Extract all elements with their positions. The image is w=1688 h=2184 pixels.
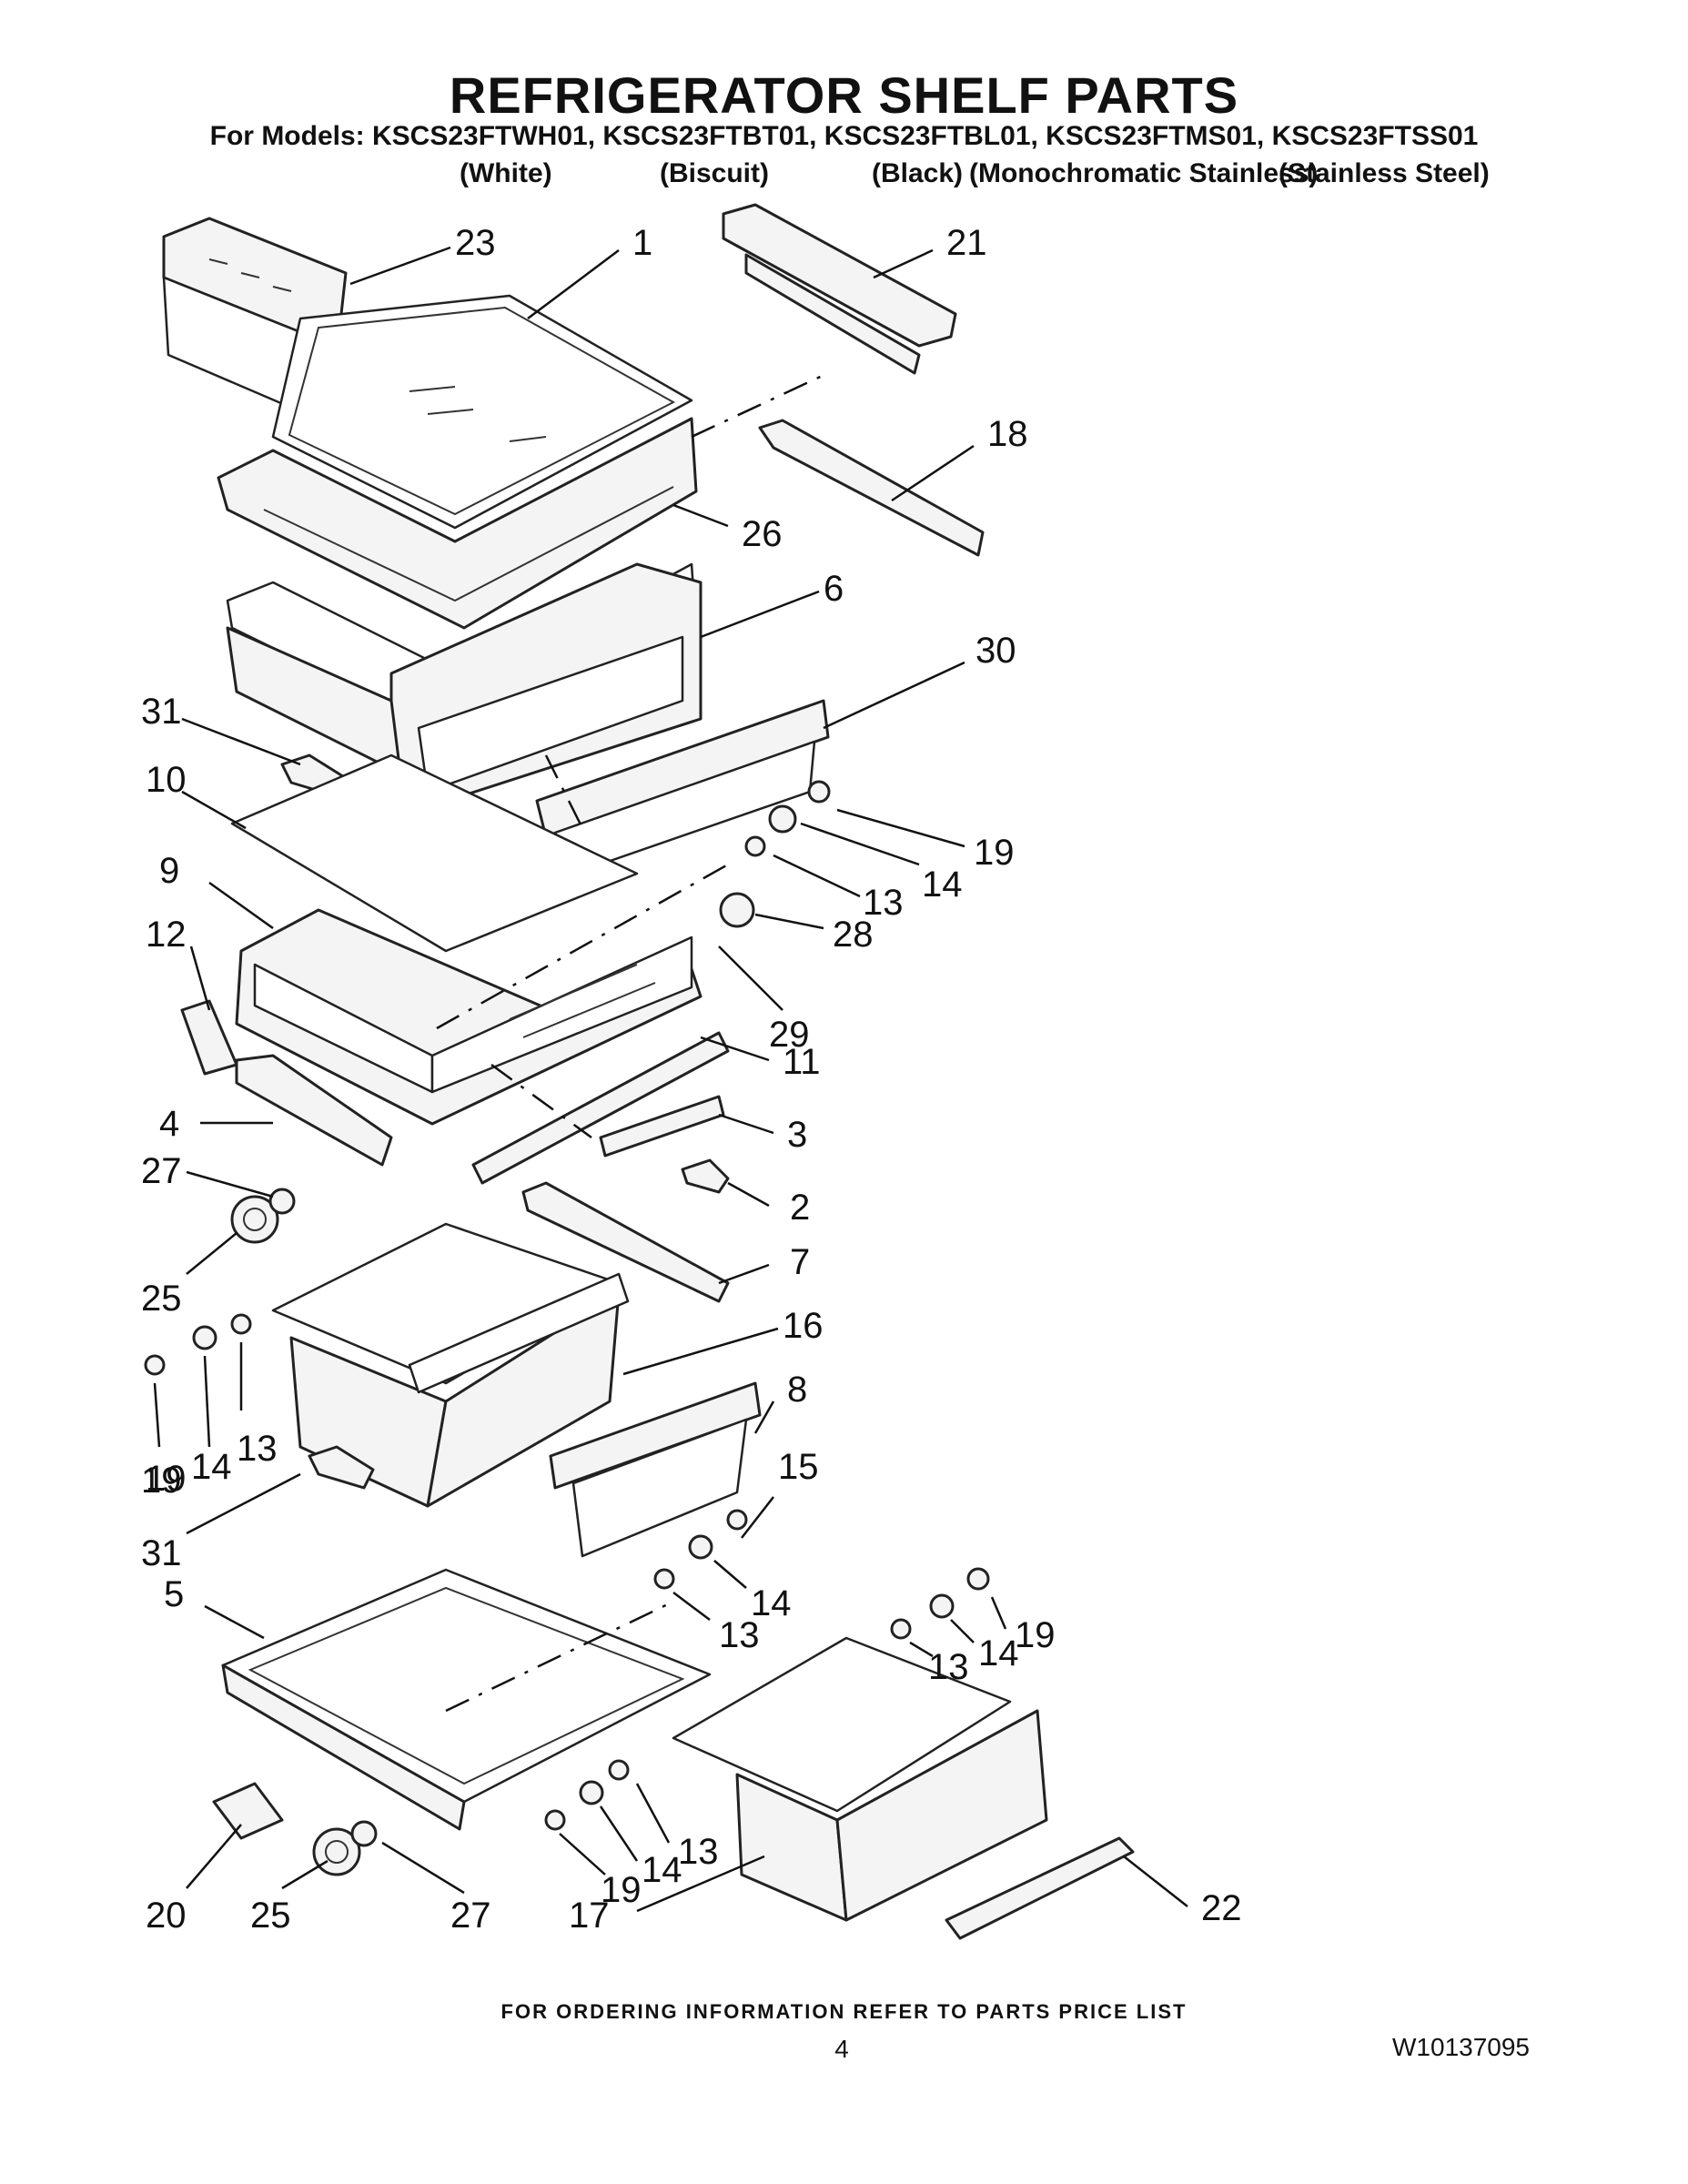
variant-monochromatic-stainless: (Monochromatic Stainless): [969, 158, 1319, 188]
callout-19-left: 19: [146, 1459, 187, 1499]
part-crisper-drawer: [271, 1222, 630, 1508]
callout-1: 1: [632, 223, 652, 263]
callout-29: 29: [769, 1015, 810, 1055]
variant-biscuit: (Biscuit): [660, 158, 769, 188]
part-slide-rails-upper: [722, 203, 985, 557]
callout-14-bottom: 14: [642, 1850, 682, 1890]
callout-20: 20: [146, 1896, 187, 1936]
page-title: REFRIGERATOR SHELF PARTS: [449, 66, 1239, 124]
part-crisper-cover-frame: [235, 908, 702, 1126]
part-roller-upper: [230, 1188, 296, 1244]
part-fasteners: [144, 780, 990, 1831]
callout-14-left: 14: [191, 1447, 232, 1487]
part-humidity-slider: [681, 1158, 730, 1194]
part-humidity-bracket: [599, 1095, 725, 1158]
variant-white: (White): [460, 158, 552, 188]
callout-17: 17: [569, 1896, 610, 1936]
callout-2: 2: [790, 1188, 810, 1228]
part-glass-shelf-top: [271, 294, 693, 530]
callout-labels: 23 1 21 18 26 6 30 31 10 19 14 9 13 12 2…: [141, 223, 1242, 1936]
callout-13-mid: 13: [719, 1615, 760, 1655]
part-glass-panel: [230, 753, 639, 953]
callout-18: 18: [987, 414, 1028, 454]
callout-19-upper: 19: [974, 833, 1015, 873]
callout-25-upper: 25: [141, 1279, 182, 1319]
callout-13-bottom: 13: [678, 1832, 719, 1872]
part-drawer-handle: [945, 1836, 1135, 1940]
callout-16: 16: [783, 1306, 824, 1346]
callout-21: 21: [946, 223, 987, 263]
part-crisper-rail: [471, 1031, 730, 1185]
callout-11: 11: [783, 1042, 821, 1082]
part-slide-rail-lower: [521, 1181, 730, 1303]
callout-27-upper: 27: [141, 1151, 182, 1191]
callout-19-right: 19: [1015, 1615, 1056, 1655]
callout-5: 5: [164, 1574, 184, 1614]
callout-13-upper: 13: [863, 883, 904, 923]
callout-28: 28: [833, 915, 874, 955]
callout-13-right: 13: [928, 1647, 969, 1687]
callout-3: 3: [787, 1115, 807, 1155]
callout-14-mid: 14: [751, 1583, 792, 1623]
alignment-lines: [436, 371, 829, 1713]
part-roller-lower: [312, 1820, 378, 1876]
leader-lines: [153, 246, 1188, 1913]
page-number: 4: [834, 2035, 849, 2063]
callout-19-bottom: 19: [601, 1870, 642, 1910]
callout-23: 23: [455, 223, 496, 263]
callout-8: 8: [787, 1370, 807, 1410]
part-clip-lower: [308, 1445, 375, 1490]
part-end-cover: [212, 1782, 284, 1840]
callout-9: 9: [159, 851, 179, 891]
callout-4: 4: [159, 1104, 179, 1144]
callout-31-lower: 31: [141, 1533, 182, 1573]
part-front-cover: [235, 1054, 393, 1167]
variant-stainless-steel: (Stainless Steel): [1279, 158, 1490, 188]
callout-14-right: 14: [978, 1633, 1019, 1673]
part-deli-drawer: [672, 1636, 1048, 1922]
callout-14-upper: 14: [922, 864, 963, 905]
part-lower-shelf-frame: [221, 1568, 712, 1831]
models-line: For Models: KSCS23FTWH01, KSCS23FTBT01, …: [209, 121, 1479, 151]
callout-31-upper: 31: [141, 692, 182, 732]
callout-6: 6: [824, 569, 844, 609]
callout-12: 12: [146, 915, 187, 955]
callout-27-lower: 27: [450, 1896, 491, 1936]
callout-7: 7: [790, 1242, 810, 1282]
ordering-note: FOR ORDERING INFORMATION REFER TO PARTS …: [500, 2000, 1188, 2023]
part-pantry-drawer: [226, 562, 702, 812]
document-number: W10137095: [1392, 2033, 1531, 2061]
callout-15: 15: [778, 1447, 819, 1487]
callout-19-left-lower: 19: [141, 1461, 182, 1501]
variant-black: (Black): [872, 158, 964, 188]
callout-30: 30: [975, 631, 1016, 671]
callout-13-left: 13: [237, 1429, 278, 1469]
part-side-trim: [180, 999, 238, 1076]
callout-22: 22: [1201, 1888, 1242, 1928]
callout-26: 26: [742, 514, 783, 554]
part-shelf-frame: [217, 417, 698, 630]
callout-25-lower: 25: [250, 1896, 291, 1936]
part-front-trim-lower: [549, 1381, 762, 1558]
callout-10: 10: [146, 760, 187, 800]
model-variants: (White) (Biscuit) (Black) (Monochromatic…: [0, 158, 1688, 195]
